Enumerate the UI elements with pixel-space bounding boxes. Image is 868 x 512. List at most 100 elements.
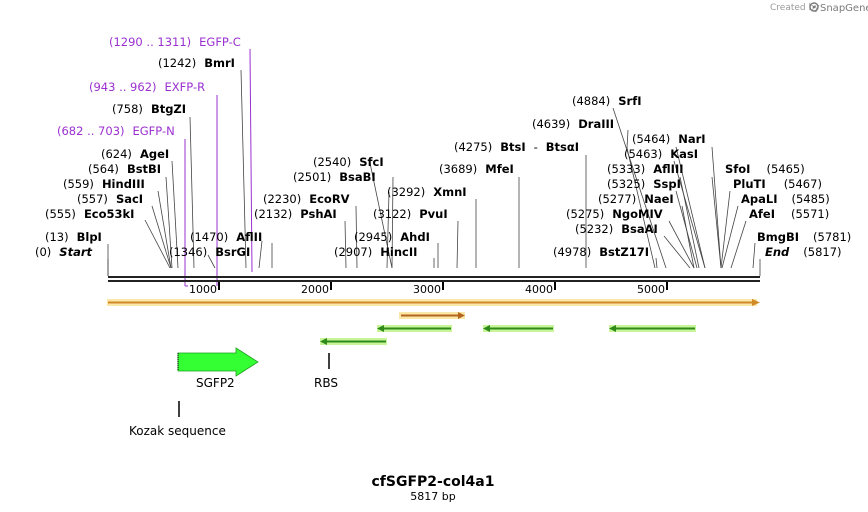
site-name: BstBI — [127, 162, 161, 176]
map-length: 5817 bp — [410, 490, 455, 503]
primer-name: EGFP-C — [199, 35, 241, 49]
svg-text:(1346)BsrGI: (1346)BsrGI — [169, 245, 250, 259]
site-pos: (5781) — [813, 230, 851, 244]
site-pos: (624) — [101, 147, 132, 161]
site-pos: (2540) — [313, 155, 351, 169]
svg-text:(758)BtgZI: (758)BtgZI — [112, 102, 186, 116]
site-pos: (5571) — [791, 207, 829, 221]
site-pos: (557) — [77, 192, 108, 206]
tick-4000: 4000 — [525, 283, 553, 296]
site-pos: (3292) — [387, 185, 425, 199]
site-pos: (2907) — [334, 245, 372, 259]
svg-text:(2230)EcoRV: (2230) EcoRV — [263, 192, 350, 206]
svg-text:(943 .. 962)EXFP-R: (943 .. 962)EXFP-R — [89, 80, 205, 94]
svg-text:(555)Eco53kI: (555) Eco53kI — [45, 207, 134, 221]
site-pos: (2501) — [293, 170, 331, 184]
svg-text:(564)BstBI: (564)BstBI — [88, 162, 161, 176]
svg-text:PluTI(5467): PluTI(5467) — [733, 177, 822, 191]
site-name: AgeI — [140, 147, 169, 161]
svg-text:(3292)XmnI: (3292) XmnI — [387, 185, 467, 199]
site-pos: (5333) — [607, 162, 645, 176]
svg-text:(3122)PvuI: (3122)PvuI — [373, 207, 448, 221]
site-name: SacI — [116, 192, 143, 206]
site-pos: (5277) — [598, 192, 636, 206]
sgfp2-label: SGFP2 — [196, 376, 235, 390]
site-name: XmnI — [433, 185, 466, 199]
site-name: End — [765, 245, 790, 259]
site-name: PshAI — [300, 207, 336, 221]
svg-text:AfeI(5571): AfeI(5571) — [749, 207, 829, 221]
primer-pos: (943 .. 962) — [89, 80, 157, 94]
site-connectors — [107, 69, 761, 276]
svg-text:(5325)SspI: (5325)SspI — [607, 177, 681, 191]
site-pos: (4639) — [532, 117, 570, 131]
svg-text:(682 .. 703)EGFP-N: (682 .. 703)EGFP-N — [57, 124, 175, 138]
tick-3000: 3000 — [413, 283, 441, 296]
tick-1000: 1000 — [189, 283, 217, 296]
site-pos: (555) — [45, 207, 76, 221]
map-title: cfSGFP2-col4a1 — [372, 474, 495, 490]
site-pos: (5275) — [566, 207, 604, 221]
site-pos: (3689) — [439, 162, 477, 176]
site-name: AhdI — [400, 230, 430, 244]
snapgene-logo-icon — [809, 2, 819, 12]
site-name: SrfI — [618, 94, 641, 108]
site-pos: (13) — [45, 230, 69, 244]
site-name: BsaBI — [339, 170, 375, 184]
site-pos: (5485) — [792, 192, 830, 206]
site-name: EcoRV — [309, 192, 349, 206]
svg-text:(4884)SrfI: (4884) SrfI — [572, 94, 642, 108]
site-pos: (5463) — [624, 147, 662, 161]
primer-pos: (1290 .. 1311) — [109, 35, 191, 49]
site-pos: (3122) — [373, 207, 411, 221]
site-pos: (559) — [63, 177, 94, 191]
site-name: BsaAI — [621, 222, 658, 236]
site-pos: (1242) — [158, 56, 196, 70]
site-name: Start — [59, 245, 92, 259]
scale-ticks — [218, 282, 668, 290]
site-name: NaeI — [644, 192, 673, 206]
middle-site-labels: (2132) PshAI (2230) EcoRV (2501) BsaBI (254… — [254, 140, 579, 259]
site-name: BtgZI — [151, 102, 186, 116]
svg-text:(559)HindIII: (559) HindIII — [63, 177, 145, 191]
tick-5000: 5000 — [637, 283, 665, 296]
svg-text:(2501)BsaBI: (2501) BsaBI — [293, 170, 376, 184]
site-pos: (4275) — [454, 140, 492, 154]
site-name: SfcI — [359, 155, 383, 169]
site-name: BlpI — [77, 230, 102, 244]
site-pos: (0) — [35, 245, 51, 259]
svg-text:End(5817): End(5817) — [765, 245, 842, 259]
site-name: ApaLI — [741, 192, 778, 206]
created-by-text: Created by — [770, 3, 820, 13]
tick-2000: 2000 — [301, 283, 329, 296]
site-pos: (5325) — [607, 177, 645, 191]
svg-text:(624)AgeI: (624) AgeI — [101, 147, 169, 161]
snapgene-brand: SnapGene — [820, 3, 868, 14]
site-pos: (2945) — [354, 230, 392, 244]
sgfp2-feature-arrow — [177, 347, 259, 377]
svg-text:(1242)BmrI: (1242)BmrI — [158, 56, 235, 70]
svg-text:(1290 .. 1311)EGFP-C: (1290 .. 1311) EGFP-C — [109, 35, 241, 49]
svg-text:(5463)KasI: (5463)KasI — [624, 147, 698, 161]
svg-text:(4275)BtsI-BtsαI: (4275)BtsI-BtsαI — [454, 140, 579, 154]
svg-text:(5464)NarI: (5464)NarI — [632, 132, 706, 146]
site-pos: (5464) — [632, 132, 670, 146]
site-pos: (2230) — [263, 192, 301, 206]
svg-text:BmgBI(5781): BmgBI (5781) — [757, 230, 851, 244]
site-name-2: BtsαI — [546, 140, 579, 154]
kozak-label: Kozak sequence — [129, 424, 226, 438]
site-pos: (4884) — [572, 94, 610, 108]
site-pos: (2132) — [254, 207, 292, 221]
right-site-labels: (4884)SrfI (4639)DraIII (5464)NarI (5463… — [532, 94, 851, 259]
site-name: Eco53kI — [84, 207, 135, 221]
reverse-orf-arrows — [320, 325, 696, 345]
svg-text:(5277)NaeI: (5277) NaeI — [598, 192, 674, 206]
rbs-label: RBS — [314, 376, 338, 390]
svg-text:(4978)BstZ17I: (4978)BstZ17I — [553, 245, 649, 259]
site-name: SfoI — [725, 162, 750, 176]
site-name: BsrGI — [215, 245, 250, 259]
svg-text:(5232)BsaAI: (5232)BsaAI — [575, 222, 658, 236]
site-name: HindIII — [102, 177, 145, 191]
site-name: BmgBI — [757, 230, 799, 244]
